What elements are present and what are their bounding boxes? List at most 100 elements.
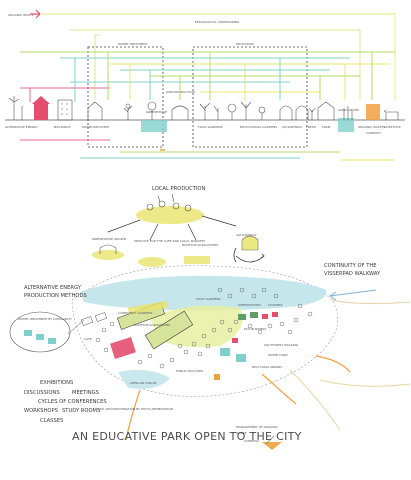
node-fresh: FRESH xyxy=(306,125,316,129)
greenhouse-icon xyxy=(171,105,189,120)
waste-label-1: MANAGEMENT OF ORGANIC xyxy=(236,425,278,429)
activity-discussions: DISCUSSIONS xyxy=(24,390,60,396)
house-icon xyxy=(32,96,50,120)
fresh-plant-icon xyxy=(308,107,316,120)
teal-building-2 xyxy=(236,354,246,362)
tree-dots xyxy=(95,287,313,369)
compost-box-icon xyxy=(366,104,380,120)
production-item-aquaponics: AQUAPONICS xyxy=(236,233,256,237)
aquaponics-icon xyxy=(279,105,309,120)
node-water-recovery: WATER RECOVERY xyxy=(82,125,110,129)
site-label-eco-business: ECO BUSINESS xyxy=(244,327,266,331)
energy-label-1: ALTERNATIVE ENERGY xyxy=(24,285,82,291)
rooftop-island xyxy=(184,256,210,264)
activity-exhibitions: EXHIBITIONS xyxy=(40,380,73,386)
solar-panel-icon xyxy=(80,312,108,326)
site-label-flowers: FLOWERS xyxy=(268,303,283,307)
activity-study-rooms: STUDY ROOMS xyxy=(62,408,100,414)
water-treatment-icon xyxy=(24,330,56,344)
produce-icon xyxy=(146,193,192,212)
site-label-rooftop: ROOFTOP AGRICULTURE xyxy=(134,323,170,327)
activities-list: EXHIBITIONS DISCUSSIONS MEETINGS CYCLES … xyxy=(24,380,107,424)
flow-diagram: ORGANIC WASTE PEDAGOGICAL LANDSCAPING WA… xyxy=(5,9,405,161)
node-own-production: OWN PRODUCTION xyxy=(166,90,195,94)
node-farm: FARM xyxy=(322,125,331,129)
green-pavilion-2 xyxy=(250,312,258,318)
farm-icon xyxy=(317,101,335,120)
water-tank-icon xyxy=(141,120,167,132)
node-greenhouse: GREENHOUSE xyxy=(146,110,167,114)
pink-pavilion-3 xyxy=(232,338,238,343)
node-livestock: LIVESTOCK xyxy=(384,125,402,129)
site-label-greenhouses: GREENHOUSES xyxy=(238,303,261,307)
agriculture-icon xyxy=(343,106,353,120)
walkway-east xyxy=(331,299,411,305)
aquaponics-cycle-icon xyxy=(233,235,265,263)
greenhouse-mini-icon xyxy=(99,244,117,254)
community-garden-strip xyxy=(127,300,169,315)
livestock-icon xyxy=(383,109,399,120)
continuity-label-2: VISSERPAD WALKWAY xyxy=(324,271,381,277)
site-label-soil: SOIL DECONTAMINATION BY PHYTO-REMEDIATIO… xyxy=(98,407,173,411)
node-aquaponics: AQUAPONICS xyxy=(282,125,302,129)
production-item-greenhouse: GREENHOUSE GROWN xyxy=(92,237,126,241)
site-boundary xyxy=(71,265,339,397)
grass-patch-2 xyxy=(118,370,170,389)
continuity-arrow-icon xyxy=(329,289,377,301)
compost-icon xyxy=(262,435,282,450)
pink-building xyxy=(110,336,136,360)
site-label-southwest-walking: SOUTHWEST WALKING xyxy=(264,343,299,347)
garden-plants-icon xyxy=(199,101,266,120)
teal-building-1 xyxy=(220,348,230,356)
pink-pavilion-1 xyxy=(262,314,268,319)
site-label-public-facilities: PUBLIC FACILITIES xyxy=(176,369,203,373)
flow-line-label-water: WATER TREATMENT xyxy=(118,42,148,46)
waste-management: MANAGEMENT OF ORGANIC WASTE COMPOST xyxy=(236,425,282,450)
plant-icon xyxy=(123,103,133,120)
small-house-icon xyxy=(87,101,103,120)
water-body xyxy=(80,275,327,311)
activity-conferences: CYCLES OF CONFERENCES xyxy=(38,399,107,405)
orange-path-2 xyxy=(261,373,297,405)
energy-label-2: PRODUCTION METHODS xyxy=(24,293,87,299)
site-label-recycling-library: RECYCLING LIBRARY xyxy=(252,365,282,369)
production-island-main xyxy=(136,206,204,224)
water-treatment-label: WATER TREATMENT BY CAPILLARITY xyxy=(18,317,72,321)
local-production-group: LOCAL PRODUCTION GREENHOUSE GROWN PRODUC… xyxy=(92,186,265,267)
orange-path-1 xyxy=(315,355,351,373)
orange-path-3 xyxy=(125,389,141,441)
local-production-title: LOCAL PRODUCTION xyxy=(152,186,206,192)
waste-label-3: COMPOST xyxy=(244,439,259,443)
pink-pavilion-2 xyxy=(272,312,278,317)
production-item-cafe-1: PRODUCE FOR THE CAFE AND LOCAL MARKETS xyxy=(134,239,205,243)
site-label-community-gardens: COMMUNITY GARDENS xyxy=(118,311,152,315)
site-plan xyxy=(71,265,411,441)
orange-box xyxy=(214,374,220,380)
waste-label-2: WASTE xyxy=(236,431,247,435)
activity-meetings: MEETINGS xyxy=(72,390,99,396)
cafe-island xyxy=(138,257,166,267)
production-item-rooftop: ROOFTOP AGRICULTURE xyxy=(182,243,218,247)
site-label-water-farm: WATER FARM xyxy=(268,353,288,357)
site-label-food-gardens: FOOD GARDENS xyxy=(196,297,221,301)
main-title: AN EDUCATIVE PARK OPEN TO THE CITY xyxy=(72,430,302,443)
continuity-label-1: CONTINUITY OF THE xyxy=(324,263,377,269)
flow-line-label-education: EDUCATION xyxy=(236,42,254,46)
node-agriculture: AGRICULTURE xyxy=(338,108,359,112)
building-icon xyxy=(57,99,73,121)
node-compost: COMPOST xyxy=(366,131,381,135)
walkway-south xyxy=(289,369,411,431)
green-pavilion-1 xyxy=(238,314,246,320)
greenhouse-island xyxy=(92,250,124,260)
node-alternative-energy: ALTERNATIVE ENERGY xyxy=(5,125,38,129)
node-organic-wastes: ORGANIC WASTES xyxy=(358,125,385,129)
wind-turbine-icon xyxy=(8,96,23,120)
site-label-cafe: CAFE xyxy=(84,337,92,341)
flow-line-label-pedagogical: PEDAGOGICAL LANDSCAPING xyxy=(195,20,240,24)
tree-icon xyxy=(147,101,157,120)
green-building-long xyxy=(144,310,194,350)
site-label-open-air-forum: OPEN-AIR FORUM xyxy=(130,381,157,385)
activity-classes: CLASSES xyxy=(40,418,63,424)
water-treatment-box xyxy=(87,46,164,148)
